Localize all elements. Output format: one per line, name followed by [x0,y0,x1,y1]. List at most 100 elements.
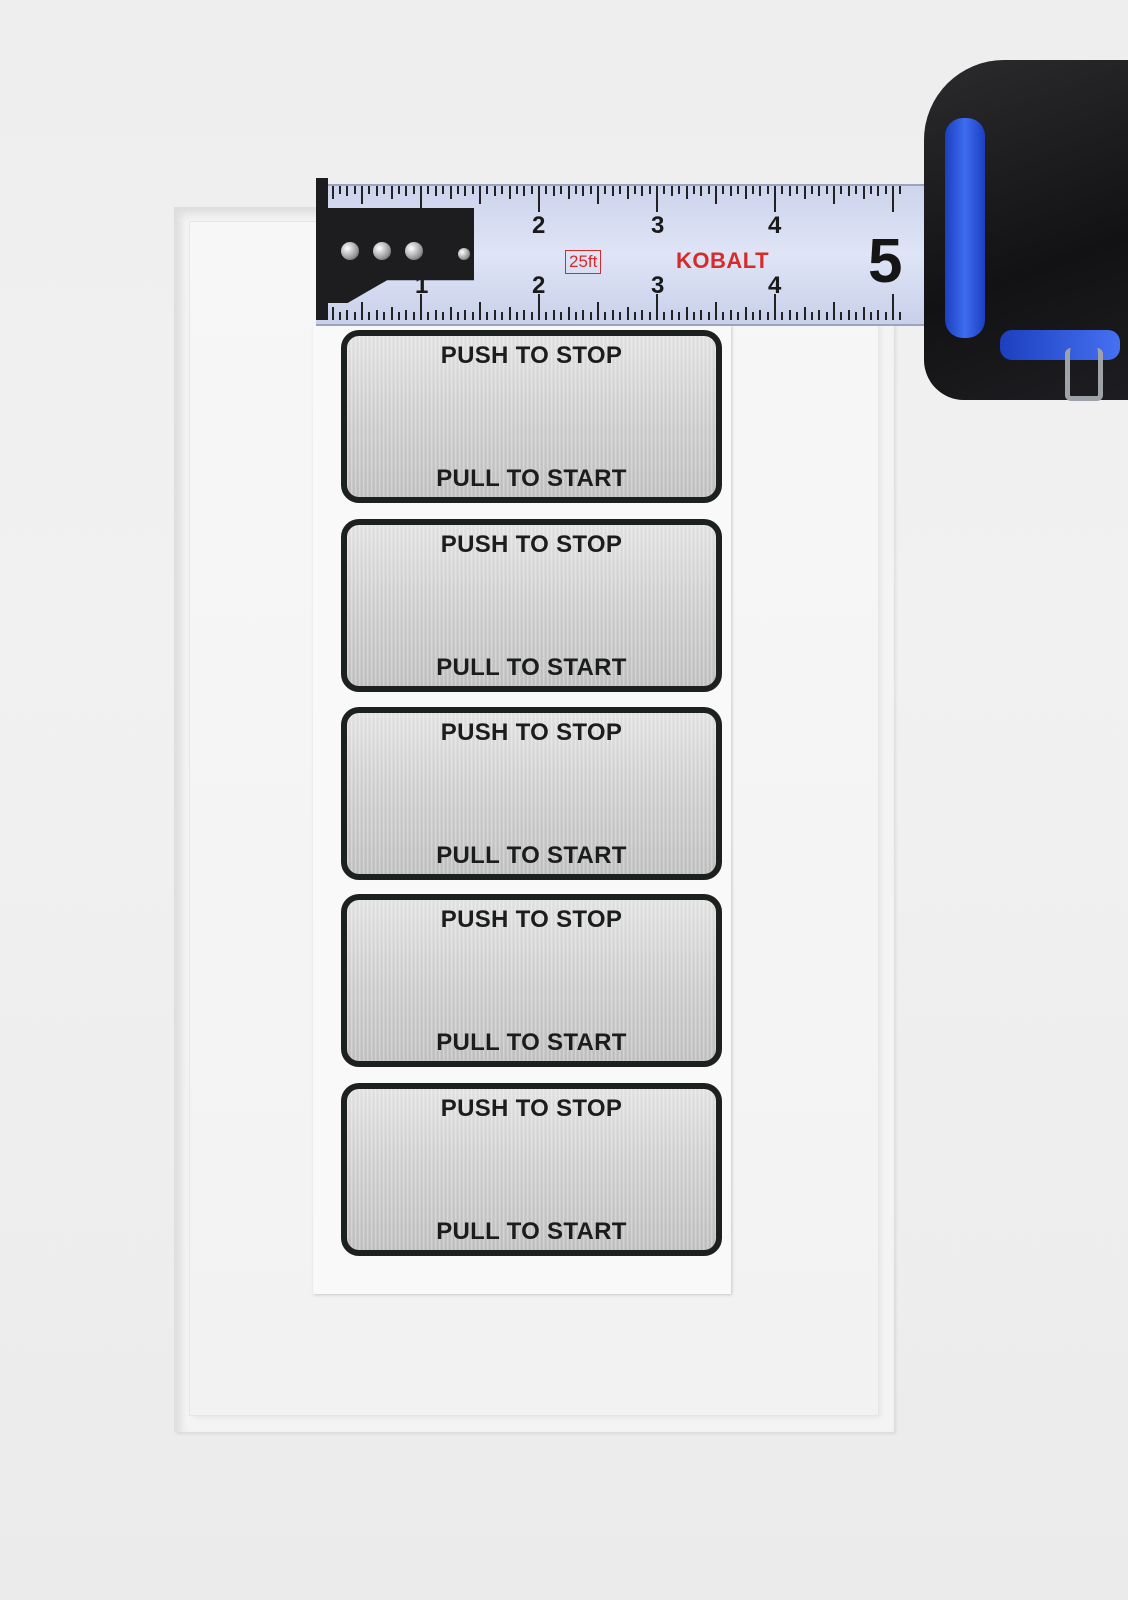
tape-tick [774,294,776,320]
tape-tick [397,312,400,320]
tape-brand: KOBALT [676,248,770,273]
tape-tick [633,186,636,194]
tape-tick [619,312,622,320]
label-top-text: PUSH TO STOP [440,906,623,933]
tape-tick [405,186,408,196]
tape-tick [751,186,754,194]
tape-tick [656,294,658,320]
label-top-text: PUSH TO STOP [440,719,623,746]
tape-tick [833,186,835,204]
tape-tick [479,302,481,320]
tape-tick [471,312,474,320]
tape-tick [434,186,437,196]
tape-tick [781,312,784,320]
tape-tick [390,186,393,199]
rivet-icon [405,242,423,260]
tape-tick [877,186,880,196]
tape-tick [899,312,902,320]
tape-tick [803,186,806,199]
tape-tick [390,307,393,320]
tape-tick [538,294,540,320]
tape-tick [397,186,400,194]
tape-case-accent [945,118,985,338]
tape-tick [538,186,540,212]
tape-tick [803,307,806,320]
label-top-text: PUSH TO STOP [440,531,623,558]
tape-tick [464,186,467,196]
label-top-text: PUSH TO STOP [440,1095,623,1122]
tape-tick [840,186,843,194]
tape-tick [847,310,850,320]
tape-tick [678,312,681,320]
tape-tick [670,310,673,320]
tape-tick [486,312,489,320]
tape-tick [597,302,599,320]
tape-tick [523,186,526,196]
tape-tick [412,312,415,320]
tape-tick [611,186,614,196]
tape-tick [722,186,725,194]
tape-tick [361,186,363,204]
tape-tick [368,186,371,194]
tape-tick [464,310,467,320]
tape-tick [486,186,489,194]
tape-tick [788,310,791,320]
tape-tick [375,186,378,196]
tape-large-number: 5 [868,227,903,296]
tape-tick [707,312,710,320]
tape-tick [715,186,717,204]
tape-tick [456,312,459,320]
tape-tick [545,312,548,320]
tape-tick [715,302,717,320]
tape-tick [788,186,791,196]
tape-tick [597,186,599,204]
rivet-icon [458,248,470,260]
tape-tick [611,310,614,320]
tape-tick [810,186,813,194]
tape-tick [383,186,386,194]
rivet-icon [373,242,391,260]
tape-tick [552,310,555,320]
belt-clip [1065,348,1103,401]
tape-tick [759,186,762,196]
tape-tick [420,186,422,212]
tape-tick [331,186,334,199]
tape-tick [656,186,658,212]
tape-tick [751,312,754,320]
inch-label-bottom: 3 [651,272,665,299]
tape-tick [471,186,474,194]
tape-tick [619,186,622,194]
tape-tick [523,310,526,320]
tape-tick [796,312,799,320]
tape-tick [589,312,592,320]
tape-tick [338,312,341,320]
tape-tick [368,312,371,320]
inch-label-top: 3 [651,212,665,239]
tape-tick [574,186,577,194]
tape-tick [530,186,533,194]
tape-tick [508,307,511,320]
tape-tick [729,310,732,320]
tape-tick [353,312,356,320]
tape-tick [493,310,496,320]
tape-tick [766,186,769,194]
tape-tick [560,186,563,194]
inch-label-bottom: 2 [532,272,546,299]
tape-tick [884,186,887,194]
tape-tick [582,186,585,196]
tape-tick [346,186,349,196]
label-1: PUSH TO STOP PULL TO START [341,330,722,503]
tape-tick [869,312,872,320]
tape-tick [361,302,363,320]
tape-tick [383,312,386,320]
tape-tick [434,310,437,320]
tape-tick [405,310,408,320]
tape-tick [641,186,644,196]
tape-tick [479,186,481,204]
tape-tick [331,307,334,320]
tape-tick [626,307,629,320]
label-5: PUSH TO STOP PULL TO START [341,1083,722,1256]
tape-tick [648,312,651,320]
label-top-text: PUSH TO STOP [440,342,623,369]
tape-tick [442,312,445,320]
